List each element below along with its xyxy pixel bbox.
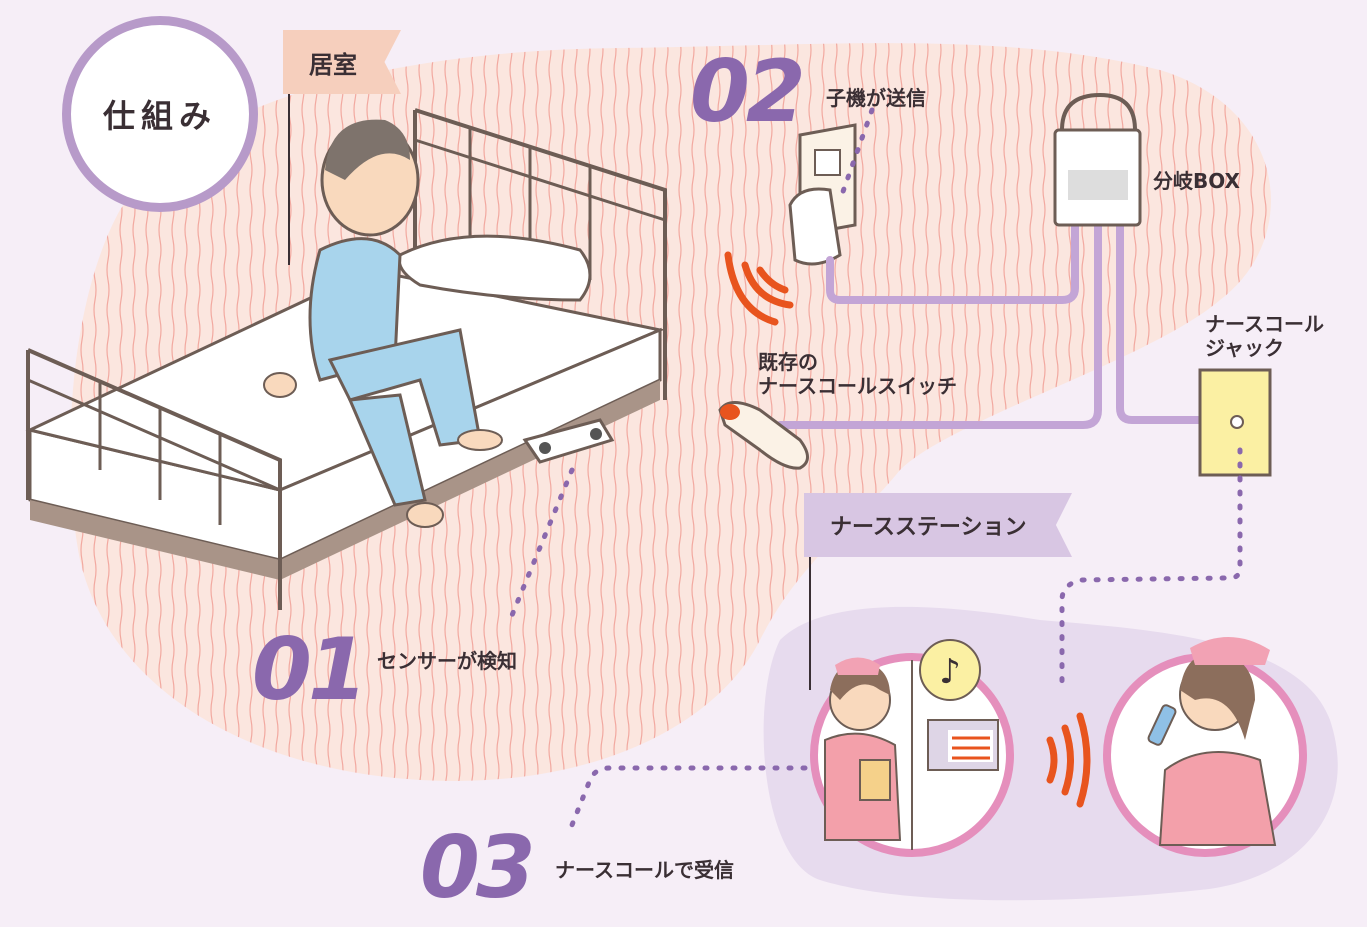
step-label-01: センサーが検知 [377,649,517,673]
jack-label: ナースコール ジャック [1205,312,1324,360]
step-label-03: ナースコールで受信 [555,858,734,882]
station-tag: ナースステーション [804,493,1072,557]
switch-label-line2: ナースコールスイッチ [758,374,957,398]
jack-icon [1198,368,1272,477]
nurse-icon [1103,636,1307,857]
step-label-02: 子機が送信 [826,86,926,110]
switch-label-line1: 既存の [758,350,818,374]
wifi-signal-icon [724,251,794,326]
sensor-icon [522,418,615,464]
svg-text:♪: ♪ [939,652,961,692]
patient-icon [263,119,503,528]
jack-label-line1: ナースコール [1205,312,1324,336]
room-tag-label: 居室 [309,50,357,79]
nurse-icon [810,653,1014,857]
room-tag: 居室 [283,30,401,94]
step-number-01: 01 [252,620,368,720]
music-note-icon: ♪ [919,639,981,701]
branch-box-label: 分岐BOX [1153,169,1240,193]
phone-icon [1147,704,1177,746]
switch-label: 既存の ナースコールスイッチ [758,350,957,398]
branch-box-icon [1053,92,1142,227]
transmitter-icon [788,123,857,266]
wifi-signal-icon [1046,712,1091,808]
diagram-title: 仕組み [102,97,217,135]
step-number-03: 03 [420,818,536,918]
call-switch-icon [718,401,809,470]
step-number-02: 02 [690,42,806,142]
title-circle: 仕組み [62,16,258,212]
jack-label-line2: ジャック [1205,336,1284,360]
station-tag-label: ナースステーション [830,515,1027,540]
call-panel-icon [927,719,999,771]
